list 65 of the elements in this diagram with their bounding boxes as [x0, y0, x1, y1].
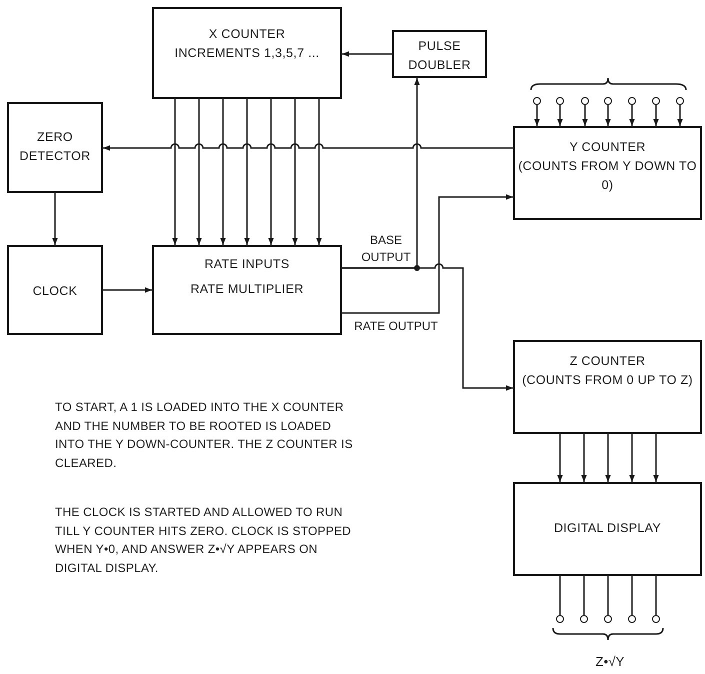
connector-arrow — [342, 263, 513, 391]
multiplier-box — [152, 245, 342, 335]
connector-arrow — [342, 51, 392, 57]
terminal-circle — [628, 615, 636, 623]
connector-line — [631, 576, 633, 615]
connector-arrow — [244, 99, 250, 245]
connector-line — [583, 576, 585, 615]
connector-line — [655, 576, 657, 615]
terminal-circle — [556, 615, 564, 623]
terminal-circle — [556, 97, 564, 105]
counter-box — [513, 126, 702, 220]
block-title: PULSE DOUBLER — [407, 38, 472, 74]
terminal-circle — [581, 97, 589, 105]
terminal-circle — [628, 97, 636, 105]
connector-arrow — [629, 434, 635, 482]
connector-arrow — [557, 105, 563, 126]
connector-arrow — [292, 99, 298, 245]
connector-arrow — [52, 193, 58, 245]
block-title: DIGITAL DISPLAY — [554, 520, 662, 537]
connector-arrow — [653, 105, 659, 126]
block-text: (COUNTS FROM 0 UP TO Z) — [522, 372, 693, 389]
terminal-circle — [533, 97, 541, 105]
connector-arrow — [605, 434, 611, 482]
output-label: Z•√Y — [594, 653, 626, 671]
block-title: Y COUNTER — [569, 139, 646, 156]
connector-arrow — [605, 105, 611, 126]
connector-line — [607, 576, 609, 615]
terminal-circle — [604, 97, 612, 105]
block-text: INCREMENTS 1,3,5,7 ... — [174, 44, 320, 62]
counter-box — [152, 7, 342, 99]
block-text: RATE MULTIPLIER — [190, 280, 304, 298]
connector-arrow — [582, 105, 588, 126]
connector-arrow — [581, 434, 587, 482]
terminal-circle — [652, 97, 660, 105]
terminal-circle — [604, 615, 612, 623]
connector-arrow — [196, 99, 202, 245]
note-text: THE CLOCK IS STARTED AND ALLOWED TO RUN TILL Y COUNTER HITS ZERO. CLOCK IS STOPPED WHEN Y•0, AND ANSWER Z•√Y APPEARS ON DIGITAL DISPLAY. — [55, 504, 352, 577]
terminal-circle — [676, 97, 684, 105]
block-title: X COUNTER — [208, 26, 286, 43]
block-title: ZERO DETECTOR — [18, 129, 92, 165]
connector-arrow — [342, 194, 513, 314]
doubler-box — [392, 30, 487, 78]
connector-arrow — [653, 434, 659, 482]
connector-arrow — [172, 99, 178, 245]
connector-arrow — [103, 287, 152, 293]
block-title: Z COUNTER — [570, 353, 646, 370]
terminal-circle — [652, 615, 660, 623]
connector-arrow — [629, 105, 635, 126]
block-title: RATE INPUTS — [204, 256, 290, 273]
clock-box — [7, 245, 103, 335]
note-text: TO START, A 1 IS LOADED INTO THE X COUNTER AND THE NUMBER TO BE ROOTED IS LOADED INTO THE Y DOWN-COUNTER. THE Z COUNTER IS CLEARED. — [55, 399, 354, 472]
terminal-circle — [580, 615, 588, 623]
counter-box — [513, 340, 702, 434]
connector-line — [559, 576, 561, 615]
connector-arrow — [103, 143, 513, 151]
connector-arrow — [220, 99, 226, 245]
connector-arrow — [534, 105, 540, 126]
detector-box — [7, 102, 103, 193]
connector-arrow — [677, 105, 683, 126]
block-title: CLOCK — [32, 283, 78, 300]
block-text: (COUNTS FROM Y DOWN TO 0) — [517, 158, 698, 194]
connector-arrow — [557, 434, 563, 482]
display-box — [513, 482, 702, 576]
connector-arrow — [268, 99, 274, 245]
connector-arrow — [316, 99, 322, 245]
